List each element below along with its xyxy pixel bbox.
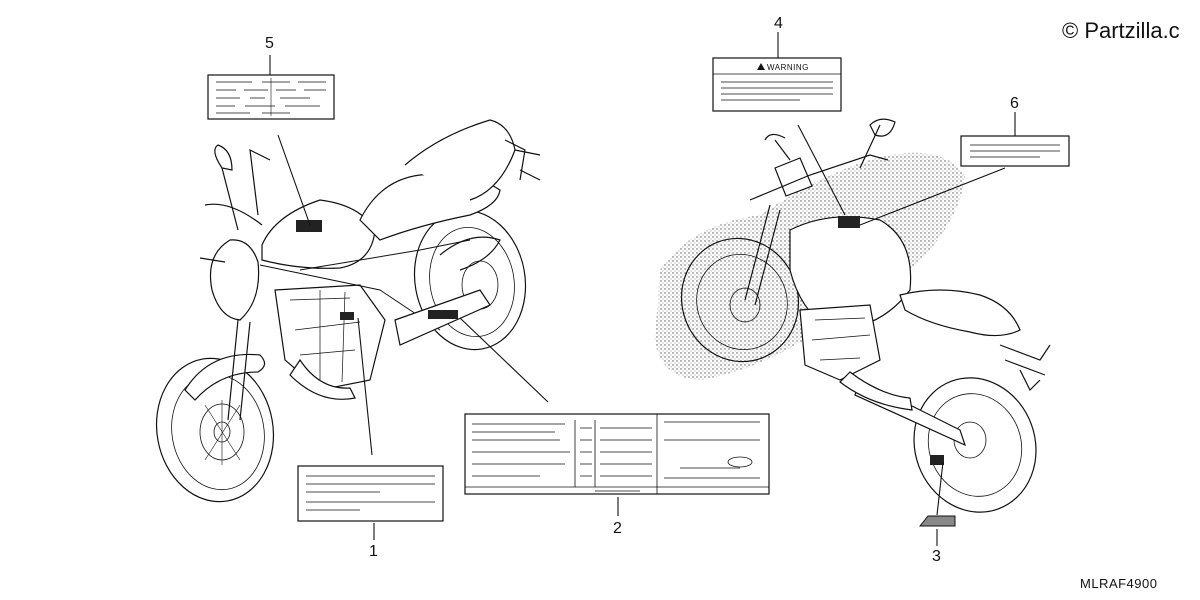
callout-6: 6 <box>1010 95 1019 112</box>
label-6-sticker <box>960 135 1070 167</box>
left-motorcycle-illustration <box>155 119 541 503</box>
label-1-sticker <box>297 465 444 522</box>
diagram-code: MLRAF4900 <box>1080 576 1158 591</box>
callout-3: 3 <box>932 548 941 565</box>
callout-2: 2 <box>613 520 622 537</box>
copyright-watermark: © Partzilla.c <box>1062 18 1180 43</box>
callout-4: 4 <box>774 15 783 32</box>
label-2-sticker <box>464 413 770 495</box>
callout-1: 1 <box>369 543 378 560</box>
label-4-warning-sticker <box>712 57 842 112</box>
leader-lines <box>269 32 1016 546</box>
warning-triangle-icon <box>757 63 765 70</box>
label-5-sticker <box>207 74 335 120</box>
callout-5: 5 <box>265 35 274 52</box>
label-3-sticker <box>918 515 956 527</box>
warning-text: WARNING <box>767 63 809 72</box>
right-motorcycle-illustration <box>655 118 1051 513</box>
